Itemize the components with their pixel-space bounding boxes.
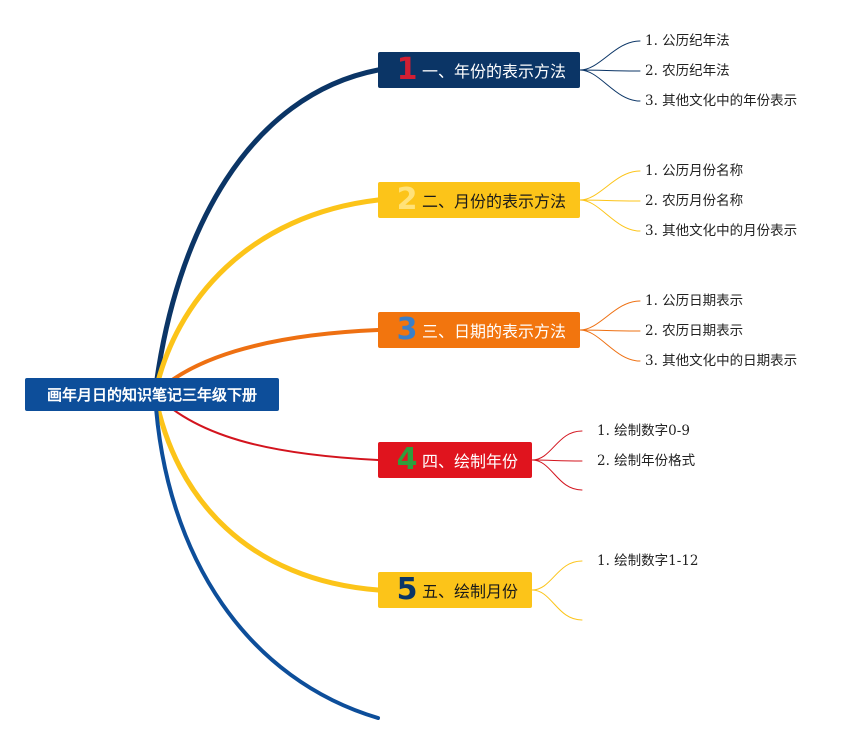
leaf-lunar-date[interactable]: 2. 农历日期表示 (645, 323, 744, 339)
leaf-connector-2-2 (579, 199, 641, 202)
leaf-connector-3-3 (579, 329, 641, 362)
leaf-connector-2-1 (579, 170, 641, 201)
leaf-connector-1-2 (579, 69, 641, 72)
leaf-connector-5-1 (531, 560, 583, 591)
leaf-lunar-era[interactable]: 2. 农历纪年法 (645, 63, 730, 79)
branch-number-3: 3 (396, 312, 418, 347)
branch-date-representation[interactable]: 3 三、日期的表示方法 (378, 312, 580, 348)
leaf-connector-3-1 (579, 300, 641, 331)
leaf-other-culture-date[interactable]: 3. 其他文化中的日期表示 (645, 353, 798, 369)
leaf-connector-1-1 (579, 40, 641, 71)
branch-label: 二、月份的表示方法 (422, 192, 567, 211)
branch-number-2: 2 (396, 182, 418, 217)
branch-label: 一、年份的表示方法 (422, 62, 567, 81)
branch-number-4: 4 (396, 442, 418, 477)
leaf-connector-3-2 (579, 329, 641, 332)
leaf-draw-digits-0-9[interactable]: 1. 绘制数字0-9 (597, 423, 690, 439)
root-topic[interactable]: 画年月日的知识笔记三年级下册 (25, 378, 279, 411)
branch-draw-year[interactable]: 4 四、绘制年份 (378, 442, 532, 478)
leaf-lunar-month-names[interactable]: 2. 农历月份名称 (645, 193, 744, 209)
branch-month-representation[interactable]: 2 二、月份的表示方法 (378, 182, 580, 218)
leaf-connector-1-3 (579, 69, 641, 102)
leaf-connector-5-2 (531, 589, 583, 621)
branch-label: 四、绘制年份 (422, 452, 519, 471)
leaf-gregorian-month-names[interactable]: 1. 公历月份名称 (645, 163, 744, 179)
leaf-connector-4-1 (531, 430, 583, 461)
branch-label: 三、日期的表示方法 (422, 322, 567, 341)
branch-connector-5 (152, 391, 381, 593)
branch-draw-month[interactable]: 5 五、绘制月份 (378, 572, 532, 608)
leaf-draw-year-format[interactable]: 2. 绘制年份格式 (597, 453, 696, 469)
branch-connector-1 (152, 67, 381, 397)
tail-connector (153, 392, 380, 720)
leaf-other-culture-month[interactable]: 3. 其他文化中的月份表示 (645, 223, 798, 239)
leaf-connector-2-3 (579, 199, 641, 232)
branch-connector-2 (152, 197, 381, 397)
leaf-connector-4-3 (531, 459, 583, 491)
leaf-draw-digits-1-12[interactable]: 1. 绘制数字1-12 (597, 553, 699, 569)
root-topic-label: 画年月日的知识笔记三年级下册 (46, 386, 257, 404)
branch-number-1: 1 (396, 52, 418, 87)
branch-year-representation[interactable]: 1 一、年份的表示方法 (378, 52, 580, 88)
leaf-gregorian-era[interactable]: 1. 公历纪年法 (645, 33, 730, 49)
leaf-gregorian-date[interactable]: 1. 公历日期表示 (645, 293, 744, 309)
branch-number-5: 5 (396, 572, 418, 607)
leaf-other-culture-year[interactable]: 3. 其他文化中的年份表示 (645, 93, 798, 109)
branch-label: 五、绘制月份 (422, 582, 519, 601)
leaf-connector-4-2 (531, 459, 583, 462)
